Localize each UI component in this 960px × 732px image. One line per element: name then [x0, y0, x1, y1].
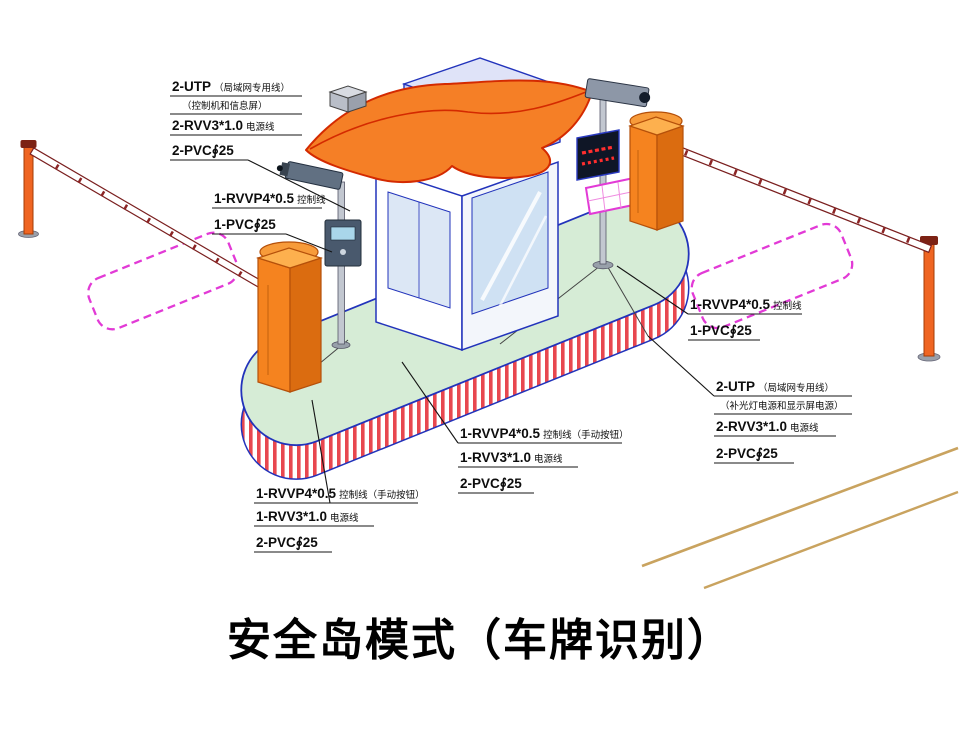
- callout-right-mid-line-2: 1-PVC∮25: [690, 323, 752, 339]
- barrier-arm-right: [673, 144, 933, 254]
- left-post-shaft: [23, 145, 34, 235]
- diagram-title: 安全岛模式（车牌识别）: [227, 615, 733, 665]
- right-barrier-post: [917, 236, 941, 362]
- left-post-cap: [20, 140, 37, 148]
- left-cabinet-top: [256, 247, 323, 269]
- callout-right-lower-leader: [647, 335, 715, 397]
- callout-top-left-line-2: （控制机和信息屏）: [182, 100, 268, 112]
- cctv-camera-left-hood: [279, 162, 291, 177]
- window-glare-2: [498, 215, 548, 307]
- cctv-camera-left-lens: [276, 165, 283, 172]
- right-post-shaft: [923, 241, 935, 357]
- controller-screen: [330, 226, 356, 241]
- right-cabinet-front: [629, 125, 658, 231]
- vehicle-loop-right-outline: [690, 222, 854, 330]
- rooftop-speaker-box: [328, 85, 368, 113]
- booth-canopy-fold: [309, 91, 587, 150]
- callout-right-lower-line-1: 2-UTP（局域网专用线）: [716, 379, 834, 394]
- callout-left-mid-leader: [285, 233, 333, 253]
- callout-bottom-left-leader: [311, 399, 331, 504]
- left-barrier-post: [18, 140, 39, 238]
- road-markings: [641, 446, 959, 590]
- callout-right-mid-leader: [616, 265, 689, 315]
- booth-window-right: [471, 171, 549, 315]
- window-glare-1: [480, 191, 542, 301]
- lpr-camera-lens: [639, 92, 651, 104]
- controller-button: [340, 249, 346, 255]
- barrier-gate-right: [628, 111, 933, 254]
- road-line-1: [641, 446, 959, 568]
- vehicle-loop-left: [87, 231, 239, 331]
- barrier-gate-left: [29, 147, 323, 393]
- camera-pole-left: [276, 161, 362, 349]
- left-cabinet-front: [257, 257, 291, 393]
- road-line-2: [703, 490, 959, 590]
- booth-canopy: [305, 79, 593, 183]
- lpr-camera-body: [584, 78, 650, 108]
- conduit-to-island-edge: [605, 263, 649, 337]
- left-cabinet-side: [289, 257, 322, 393]
- led-display: [576, 129, 620, 181]
- callout-left-mid-line-2: 1-PVC∮25: [214, 217, 276, 233]
- barrier-arm-right-marks: [683, 149, 924, 249]
- callout-top-left-line-4: 2-PVC∮25: [172, 143, 234, 159]
- right-cabinet-top: [628, 116, 685, 136]
- callout-top-left-line-1: 2-UTP（局域网专用线）: [172, 79, 290, 94]
- callout-right-lower-line-2: （补光灯电源和显示屏电源）: [720, 400, 844, 412]
- right-cabinet-side: [656, 125, 684, 231]
- camera-pole-right: [576, 78, 651, 270]
- guard-booth: [305, 57, 593, 352]
- callout-center-bottom-line-3: 2-PVC∮25: [460, 476, 522, 492]
- callout-center-bottom-leader: [401, 361, 459, 444]
- vehicle-loop-left-outline: [87, 231, 239, 331]
- led-text-row-1: [581, 145, 615, 155]
- callout-bottom-left-line-3: 2-PVC∮25: [256, 535, 318, 551]
- fill-light-grid: [587, 182, 637, 212]
- callout-top-left-leader: [247, 159, 351, 212]
- vehicle-loop-right: [690, 222, 854, 330]
- lpr-camera: [584, 78, 651, 108]
- right-pole-shaft: [599, 95, 607, 265]
- callout-right-lower-line-4: 2-PVC∮25: [716, 446, 778, 462]
- rooftop-box-top: [328, 85, 368, 99]
- cctv-camera-left: [276, 161, 344, 190]
